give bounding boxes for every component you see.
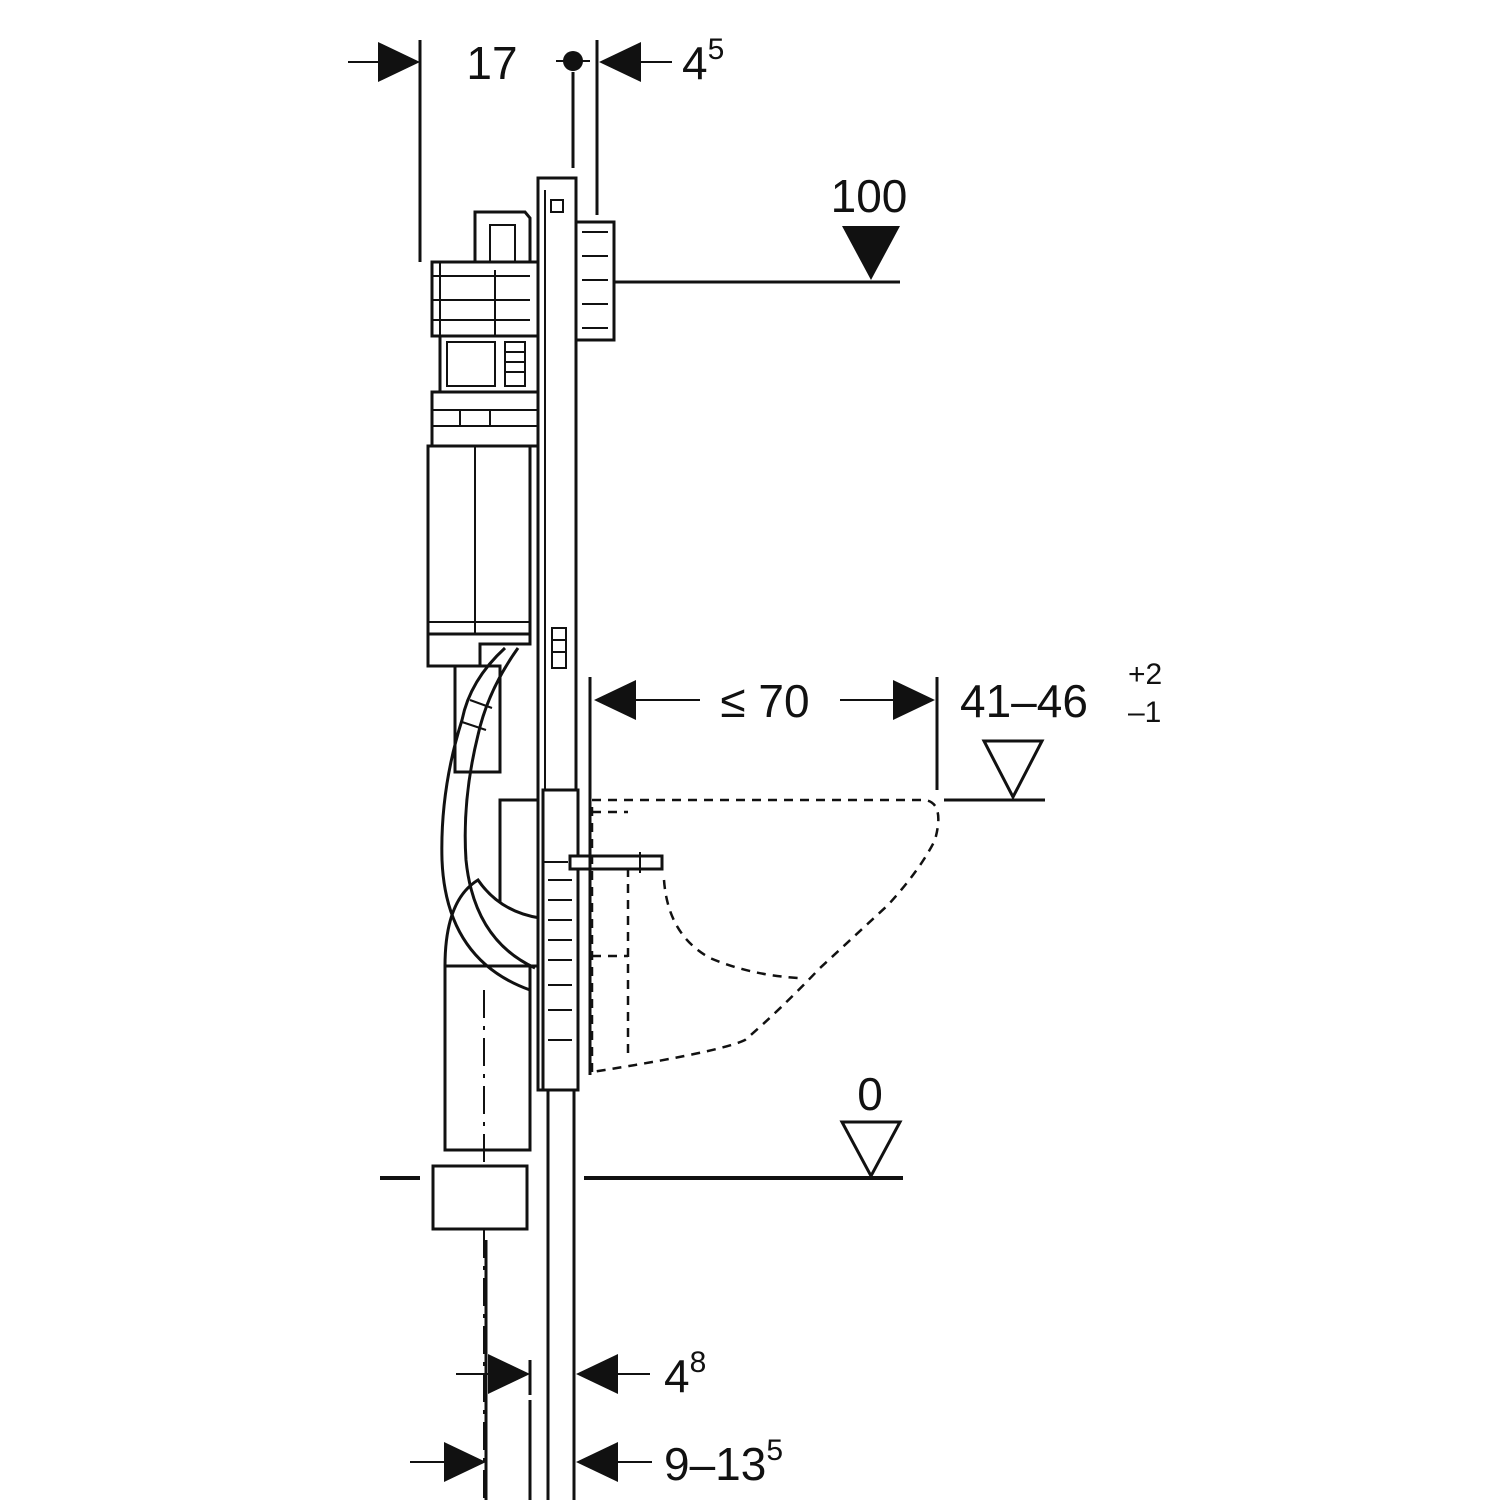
dim-drain-offset: 9–135 [410, 1240, 783, 1500]
label-seat-height-tolerance-minus: –1 [1128, 696, 1161, 729]
installation-frame [536, 176, 664, 1500]
level-marker-floor-icon [839, 1120, 903, 1180]
dim-bowl-projection: ≤ 70 [594, 675, 939, 790]
dim-top-offset: 45 [556, 33, 724, 215]
label-top-offset: 45 [682, 33, 724, 89]
cistern [426, 210, 542, 1500]
flush-plate [574, 220, 616, 342]
level-flush-height: 100 [614, 170, 908, 284]
label-foot-offset: 48 [664, 1346, 706, 1402]
label-bowl-projection: ≤ 70 [720, 675, 809, 727]
dim-frame-depth: 17 [348, 37, 518, 262]
label-floor-level: 0 [857, 1068, 883, 1120]
level-marker-icon [981, 739, 1045, 801]
label-seat-height-tolerance-plus: +2 [1128, 658, 1162, 691]
label-drain-offset: 9–135 [664, 1434, 783, 1490]
level-seat-height: 41–46 +2 –1 [944, 658, 1162, 802]
level-floor: 0 [380, 1068, 903, 1180]
label-flush-height: 100 [831, 170, 908, 222]
dim-foot-offset: 48 [456, 1346, 706, 1500]
level-marker-filled-icon [842, 226, 900, 280]
wc-bowl-outline [590, 798, 940, 1074]
label-seat-height: 41–46 [960, 675, 1088, 727]
label-frame-depth: 17 [466, 37, 517, 89]
